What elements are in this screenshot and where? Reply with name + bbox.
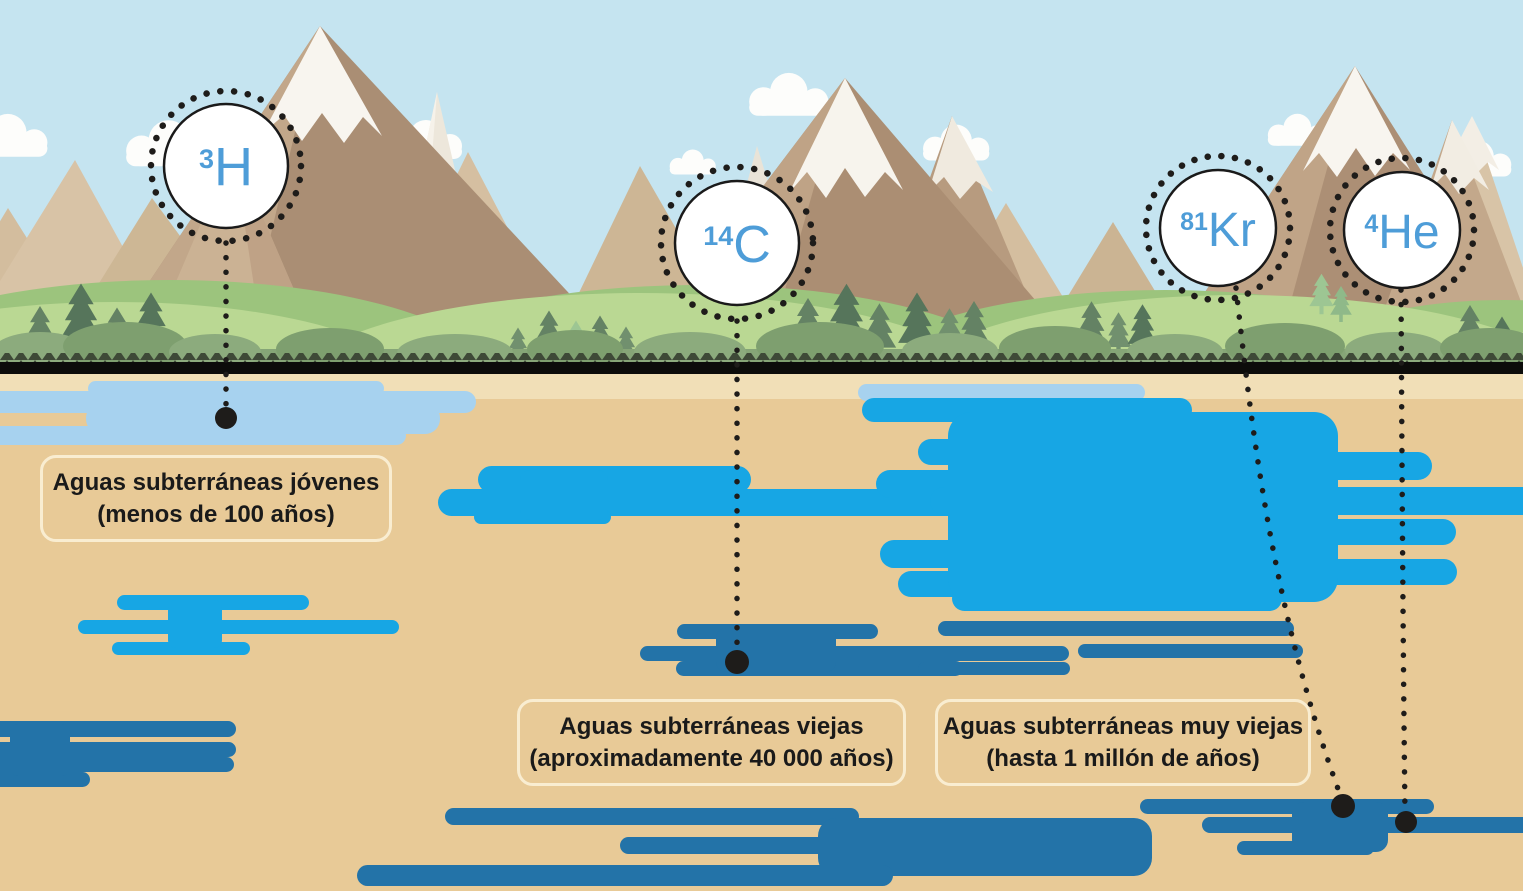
- water-mass: [818, 818, 1152, 876]
- water-bar: [1140, 799, 1434, 814]
- young-groundwater: [0, 381, 1145, 445]
- dotted-ring: [1326, 154, 1478, 306]
- label-line: Aguas subterráneas jóvenes: [52, 469, 380, 496]
- very-old-groundwater: [0, 621, 1523, 886]
- water-bar: [938, 621, 1294, 636]
- isotope-badges: 3H 14C 81Kr 4He: [147, 87, 1478, 323]
- label-very-old-groundwater: Aguas subterráneas muy viejas (hasta 1 m…: [935, 699, 1311, 787]
- water-bar: [858, 384, 1145, 401]
- water-bar: [357, 865, 893, 886]
- badge-circle: [673, 179, 801, 307]
- water-bar: [1078, 644, 1303, 658]
- snow-cap: [789, 78, 903, 198]
- water-mass: [520, 470, 608, 520]
- helium4-sample-marker: [1395, 811, 1417, 833]
- label-line: (menos de 100 años): [97, 500, 335, 528]
- old-groundwater: [78, 398, 1523, 655]
- snow-cap: [1303, 66, 1410, 177]
- krypton81-sample-marker: [1331, 794, 1355, 818]
- dotted-ring: [657, 163, 817, 323]
- snow-cap: [263, 26, 382, 143]
- water-mass: [168, 600, 222, 648]
- label-line: Aguas subterráneas viejas: [559, 713, 864, 740]
- leader-lines: [223, 240, 1408, 816]
- badge-circle: [1342, 170, 1462, 290]
- snow-cap: [1431, 120, 1489, 194]
- isotope-badge-carbon-14: 14C: [657, 163, 817, 323]
- label-old-groundwater: Aguas subterráneas viejas (aproximadamen…: [517, 699, 906, 787]
- isotope-badge-tritium: 3H: [147, 87, 305, 245]
- dotted-ring: [147, 87, 305, 245]
- isotope-label: 4He: [1364, 206, 1439, 259]
- tree-fringe: [0, 353, 1523, 363]
- isotope-label: 14C: [703, 216, 771, 274]
- tritium-sample-marker: [215, 407, 237, 429]
- isotope-label: 3H: [199, 137, 253, 197]
- krypton81-leader-line: [1233, 285, 1344, 800]
- water-mass: [1292, 802, 1388, 852]
- water-bar: [78, 620, 399, 634]
- label-line: Aguas subterráneas muy viejas: [942, 713, 1304, 740]
- label-line: (aproximadamente 40 000 años): [529, 744, 894, 772]
- carbon14-sample-marker: [725, 650, 749, 674]
- isotope-badge-helium-4: 4He: [1326, 154, 1478, 306]
- sample-markers: [215, 407, 1417, 833]
- surface-line: [0, 362, 1523, 375]
- isotope-label: 81Kr: [1180, 204, 1256, 257]
- helium4-leader-line: [1398, 287, 1408, 816]
- water-bar: [918, 662, 1070, 675]
- badge-circle: [162, 102, 290, 230]
- label-young-groundwater: Aguas subterráneas jóvenes (menos de 100…: [40, 455, 392, 543]
- water-bar: [0, 426, 406, 445]
- water-mass: [10, 724, 70, 776]
- water-mass: [948, 412, 1338, 602]
- water-bar: [640, 646, 1069, 661]
- label-line: (hasta 1 millón de años): [986, 744, 1260, 772]
- badge-circle: [1158, 168, 1278, 288]
- dotted-ring: [1142, 152, 1294, 304]
- isotope-badge-krypton-81: 81Kr: [1142, 152, 1294, 304]
- snow-cap: [928, 116, 993, 199]
- water-bar: [478, 466, 751, 493]
- water-bar: [445, 808, 859, 825]
